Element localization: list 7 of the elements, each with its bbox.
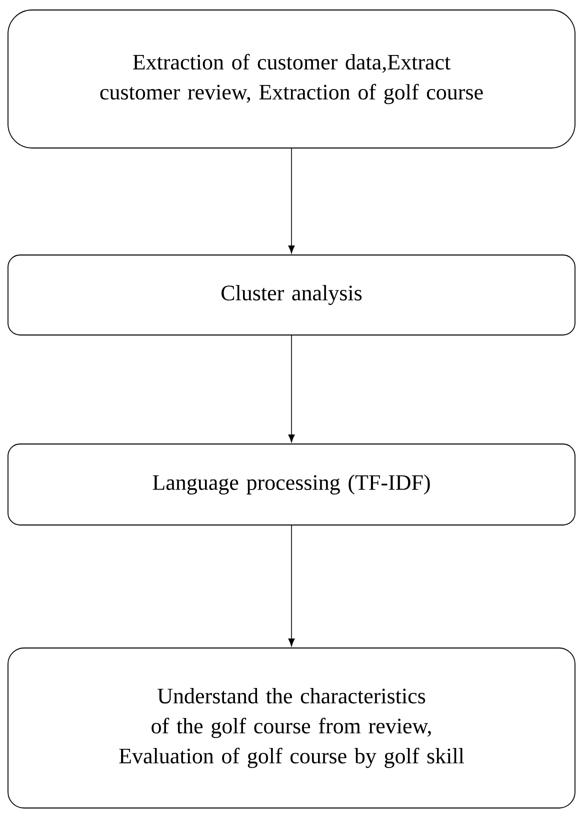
process-box: Extraction of customer data,Extract customer review, Extraction of golf course — [8, 10, 576, 148]
process-box: Language processing (TF-IDF) — [8, 444, 576, 526]
arrow — [288, 148, 295, 254]
arrow — [288, 335, 295, 442]
arrow — [288, 525, 295, 646]
process-box: Cluster analysis — [8, 254, 576, 336]
process-box: Understand the characteristics of the golf course from review, Evaluation of golf course by golf skill — [8, 648, 576, 808]
